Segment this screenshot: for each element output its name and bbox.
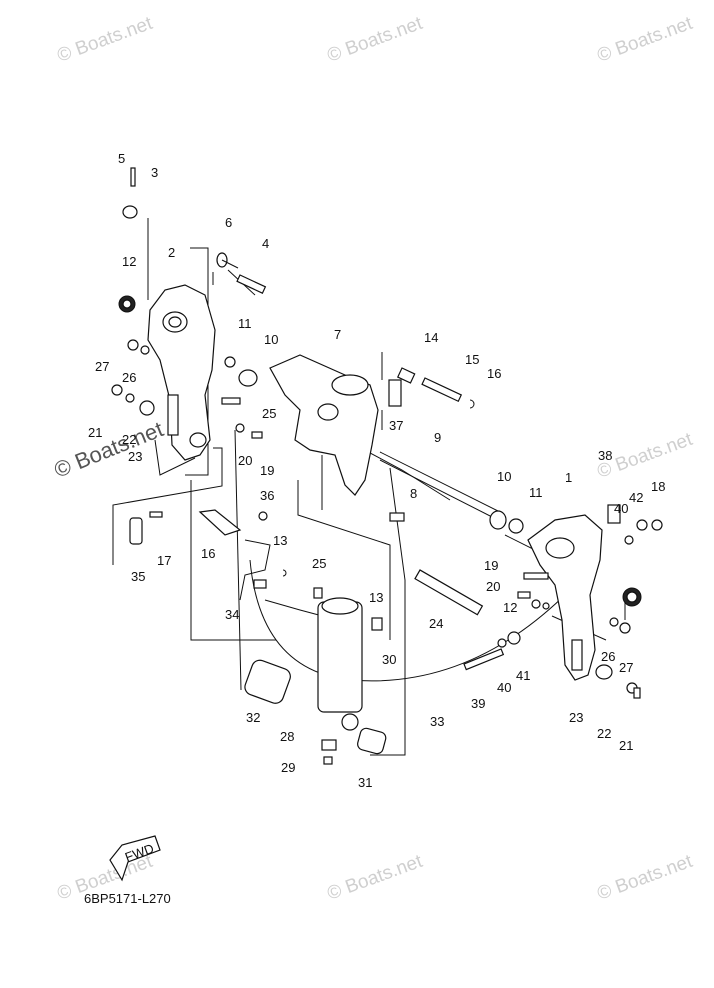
watermark: © Boats.net	[595, 13, 696, 67]
callout-number: 3	[151, 165, 158, 180]
callout-number: 40	[497, 680, 511, 695]
callout-number: 31	[358, 775, 372, 790]
callout-number: 17	[157, 553, 171, 568]
callout-number: 26	[122, 370, 136, 385]
callout-number: 42	[629, 490, 643, 505]
watermark: © Boats.net	[55, 13, 156, 67]
callout-number: 24	[429, 616, 443, 631]
callout-number: 6	[225, 215, 232, 230]
lower-parts	[129, 509, 521, 671]
callout-number: 7	[334, 327, 341, 342]
tilt-shaft	[379, 451, 524, 534]
callout-number: 27	[619, 660, 633, 675]
callout-number: 22	[122, 432, 136, 447]
callout-number: 32	[246, 710, 260, 725]
callout-number: 19	[260, 463, 274, 478]
watermark: © Boats.net	[595, 851, 696, 905]
callout-number: 36	[260, 488, 274, 503]
callout-number: 5	[118, 151, 125, 166]
callout-number: 25	[262, 406, 276, 421]
callout-number: 29	[281, 760, 295, 775]
callout-number: 4	[262, 236, 269, 251]
callout-number: 30	[382, 652, 396, 667]
callout-number: 34	[225, 607, 239, 622]
callout-number: 20	[238, 453, 252, 468]
left-clamp-bracket	[147, 284, 216, 461]
callout-number: 12	[122, 254, 136, 269]
callout-number: 27	[95, 359, 109, 374]
callout-number: 20	[486, 579, 500, 594]
watermark: © Boats.net	[325, 851, 426, 905]
callout-number: 35	[131, 569, 145, 584]
callout-number: 21	[88, 425, 102, 440]
callout-number: 40	[614, 501, 628, 516]
callout-number: 11	[238, 316, 252, 331]
callout-number: 33	[430, 714, 444, 729]
callout-number: 37	[389, 418, 403, 433]
callout-number: 25	[312, 556, 326, 571]
callout-number: 11	[529, 485, 543, 500]
callout-number: 16	[201, 546, 215, 561]
callout-number: 21	[619, 738, 633, 753]
callout-number: 13	[273, 533, 287, 548]
swivel-bracket	[269, 354, 475, 496]
callout-number: 23	[569, 710, 583, 725]
callout-number: 16	[487, 366, 501, 381]
callout-number: 2	[168, 245, 175, 260]
callout-number: 9	[434, 430, 441, 445]
callout-number: 10	[264, 332, 278, 347]
callout-number: 1	[565, 470, 572, 485]
callout-number: 10	[497, 469, 511, 484]
callout-number: 14	[424, 330, 438, 345]
callout-number: 39	[471, 696, 485, 711]
callout-number: 13	[369, 590, 383, 605]
trim-cylinder	[244, 587, 387, 765]
callout-number: 8	[410, 486, 417, 501]
callout-number: 22	[597, 726, 611, 741]
callout-number: 41	[516, 668, 530, 683]
left-small-parts	[111, 167, 267, 439]
callout-number: 19	[484, 558, 498, 573]
diagram-code: 6BP5171-L270	[84, 891, 171, 906]
callout-number: 28	[280, 729, 294, 744]
callout-number: 15	[465, 352, 479, 367]
callout-number: 26	[601, 649, 615, 664]
watermark: © Boats.net	[51, 416, 167, 482]
callout-number: 23	[128, 449, 142, 464]
callout-number: 18	[651, 479, 665, 494]
callout-number: 12	[503, 600, 517, 615]
right-clamp-bracket	[517, 504, 663, 699]
watermark: © Boats.net	[325, 13, 426, 67]
callout-number: 38	[598, 448, 612, 463]
